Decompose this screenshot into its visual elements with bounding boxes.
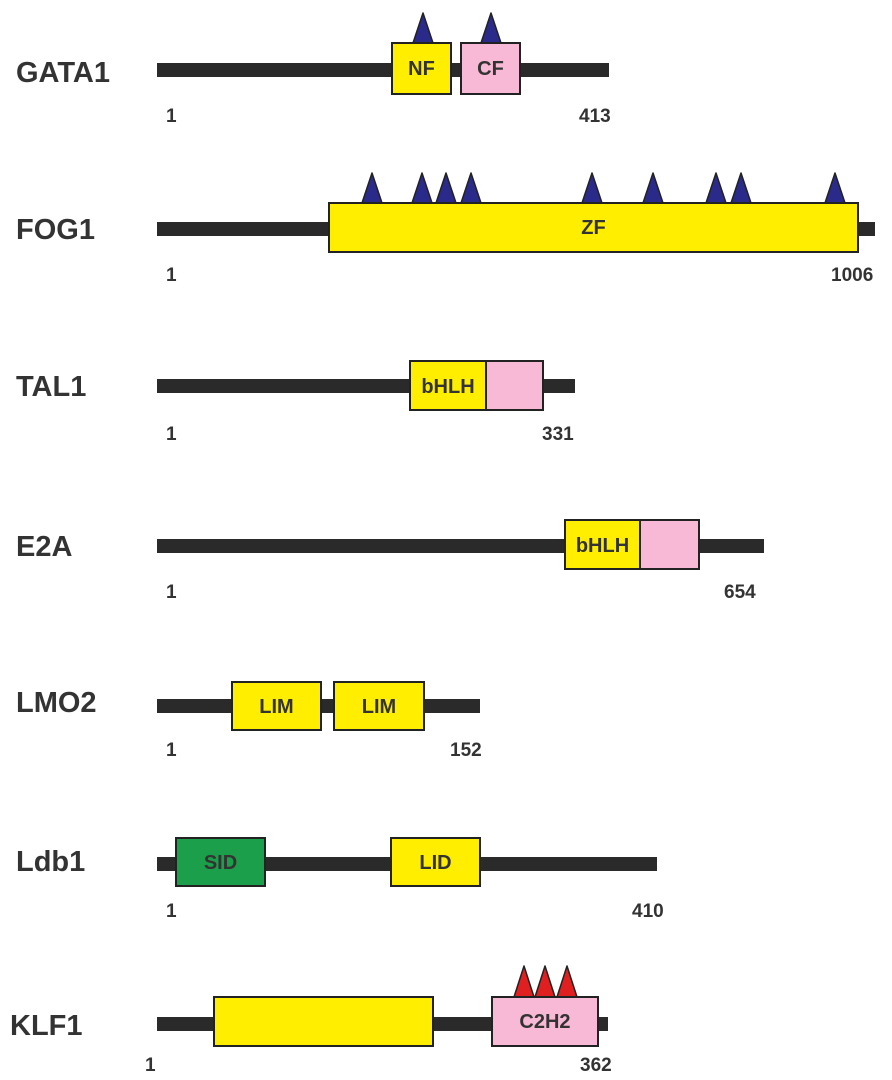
domain-label-bhlh-e2a: bHLH [576, 535, 629, 557]
phospho-marker-gata1-2 [480, 12, 502, 44]
protein-e2a: E2A bHLH 1 654 [16, 519, 764, 603]
domain-pink-e2a [639, 519, 700, 570]
zinc-finger-marker-klf1-2 [534, 965, 556, 998]
zinc-finger-marker-fog1-2 [411, 172, 433, 204]
phospho-marker-gata1-1 [412, 12, 434, 44]
domain-label-c2h2: C2H2 [519, 1011, 570, 1033]
domain-bhlh-tal1 [409, 360, 487, 411]
end-position-tal1: 331 [542, 424, 574, 445]
domain-lid [390, 837, 481, 887]
protein-name-tal1: TAL1 [16, 371, 86, 403]
domain-label-bhlh-tal1: bHLH [421, 376, 474, 398]
domain-label-lim-2: LIM [362, 696, 396, 718]
start-position-ldb1: 1 [166, 901, 177, 922]
zinc-finger-marker-fog1-5 [581, 172, 603, 204]
protein-name-lmo2: LMO2 [16, 687, 97, 719]
zinc-finger-marker-klf1-1 [513, 965, 535, 998]
start-position-fog1: 1 [166, 265, 177, 286]
protein-fog1: FOG1 ZF 1 1006 [16, 172, 875, 286]
end-position-ldb1: 410 [632, 901, 664, 922]
protein-lmo2: LMO2 LIM LIM 1 152 [16, 681, 482, 761]
protein-name-fog1: FOG1 [16, 214, 95, 246]
zinc-finger-marker-fog1-8 [730, 172, 752, 204]
zinc-finger-marker-fog1-3 [435, 172, 457, 204]
start-position-tal1: 1 [166, 424, 177, 445]
protein-name-klf1: KLF1 [10, 1010, 83, 1042]
start-position-gata1: 1 [166, 106, 177, 127]
end-position-klf1: 362 [580, 1055, 612, 1076]
protein-name-ldb1: Ldb1 [16, 846, 85, 878]
zinc-finger-marker-fog1-9 [824, 172, 846, 204]
zinc-finger-marker-fog1-6 [642, 172, 664, 204]
start-position-lmo2: 1 [166, 740, 177, 761]
end-position-gata1: 413 [579, 106, 611, 127]
domain-label-nf: NF [408, 58, 435, 80]
domain-yellow-klf1 [213, 996, 434, 1047]
protein-gata1: GATA1 NF CF 1 413 [16, 12, 611, 127]
domain-nf [391, 42, 452, 95]
end-position-fog1: 1006 [831, 265, 873, 286]
end-position-e2a: 654 [724, 582, 756, 603]
domain-cf [460, 42, 521, 95]
domain-pink-tal1 [485, 360, 544, 411]
protein-klf1: KLF1 C2H2 1 362 [10, 965, 612, 1076]
protein-tal1: TAL1 bHLH 1 331 [16, 360, 575, 445]
zinc-finger-marker-klf1-3 [556, 965, 578, 998]
domain-label-zf: ZF [581, 217, 605, 239]
domain-lim-2 [333, 681, 425, 731]
zinc-finger-marker-fog1-7 [705, 172, 727, 204]
protein-name-gata1: GATA1 [16, 57, 110, 89]
domain-sid [175, 837, 266, 887]
domain-label-cf: CF [477, 58, 504, 80]
protein-name-e2a: E2A [16, 531, 72, 563]
backbone-gata1 [157, 63, 609, 77]
domain-label-sid: SID [204, 852, 237, 874]
domain-label-lid: LID [419, 852, 451, 874]
zinc-finger-marker-fog1-1 [361, 172, 383, 204]
domain-zf [328, 202, 859, 253]
domain-label-lim-1: LIM [259, 696, 293, 718]
end-position-lmo2: 152 [450, 740, 482, 761]
protein-ldb1: Ldb1 SID LID 1 410 [16, 837, 664, 922]
domain-bhlh-e2a [564, 519, 641, 570]
start-position-klf1: 1 [145, 1055, 156, 1076]
zinc-finger-marker-fog1-4 [460, 172, 482, 204]
domain-c2h2 [491, 996, 599, 1047]
start-position-e2a: 1 [166, 582, 177, 603]
domain-lim-1 [231, 681, 322, 731]
